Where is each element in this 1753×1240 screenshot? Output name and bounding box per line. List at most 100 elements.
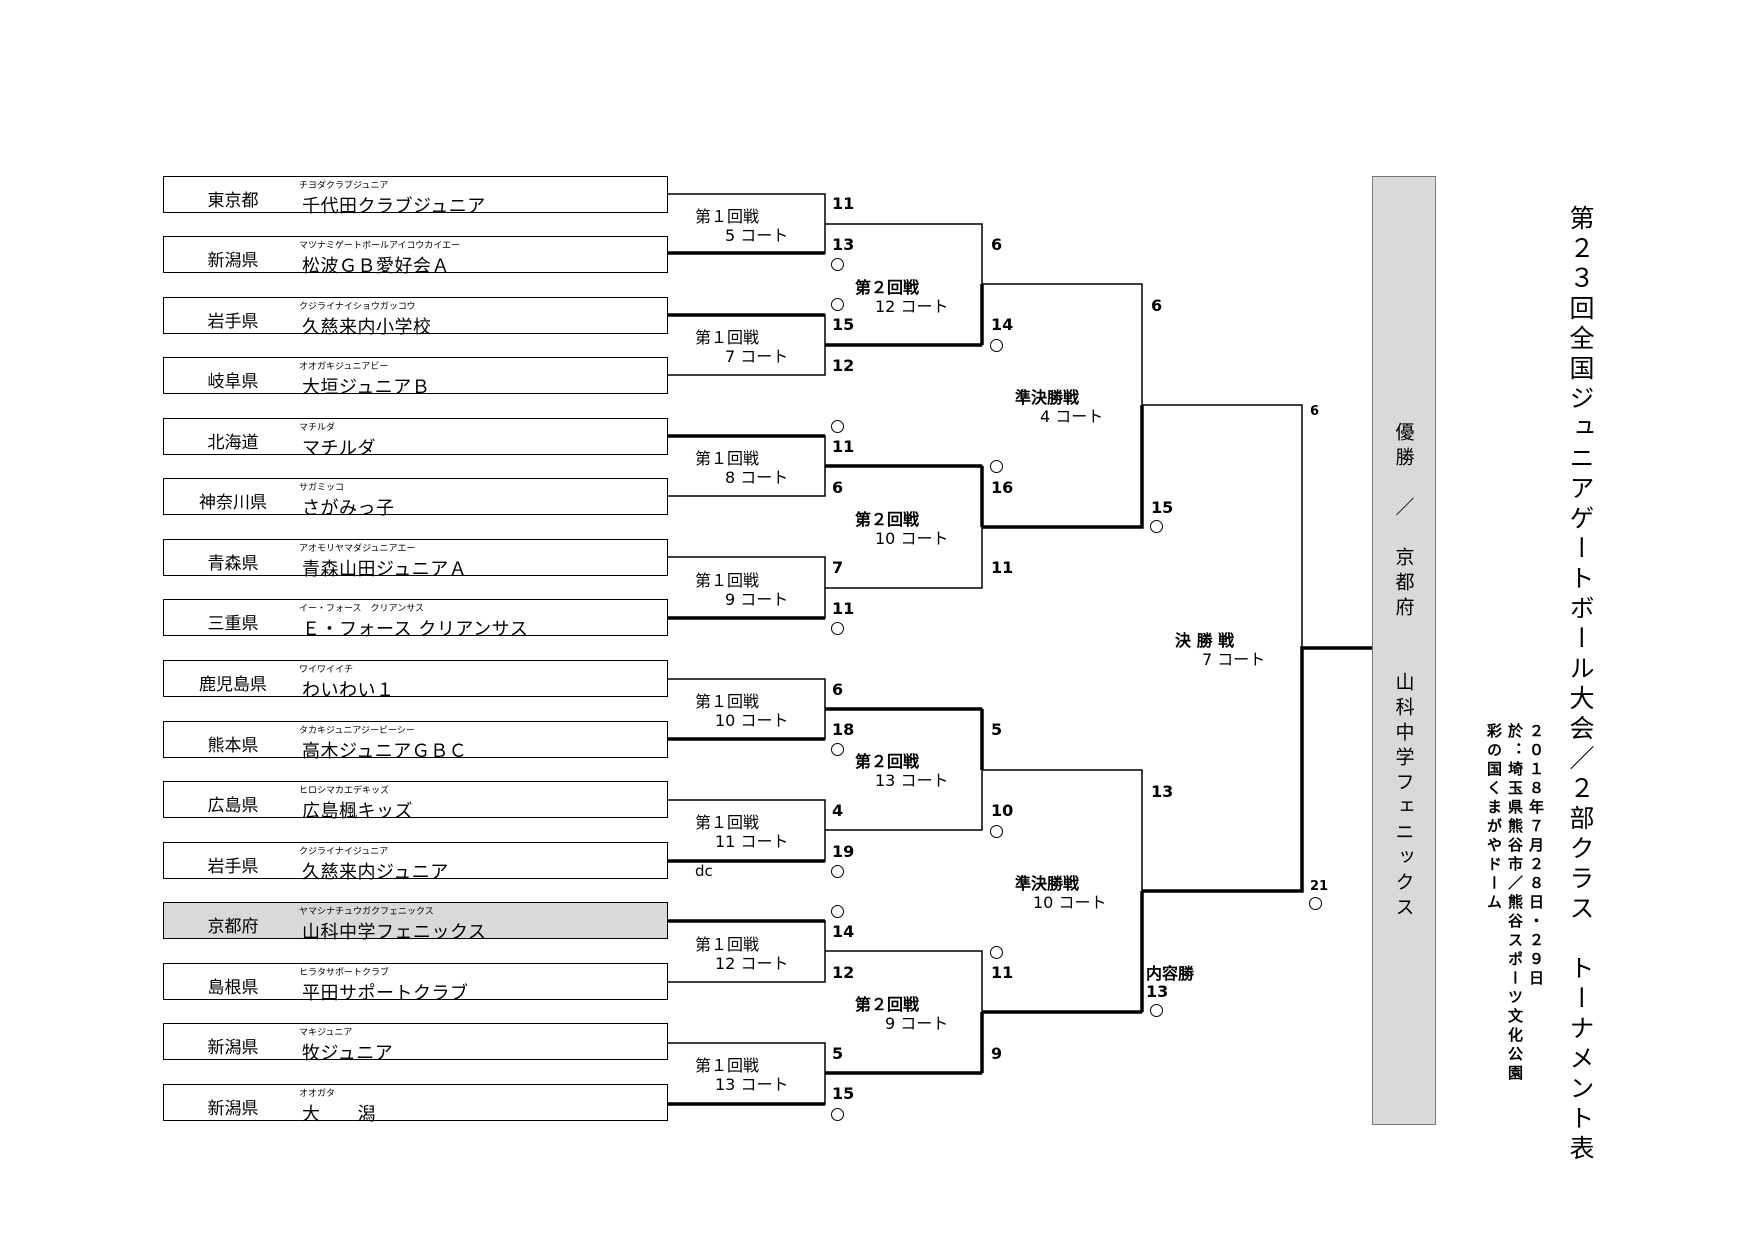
score: 11 — [832, 194, 855, 213]
round-name: 第１回戦 — [695, 692, 760, 711]
team-name: Ｅ・フォース クリアンサス — [302, 619, 529, 640]
team-kana: マチルダ — [299, 423, 336, 433]
team-name: 久慈来内ジュニア — [302, 862, 449, 883]
tiebreak-note: 内容勝 — [1146, 964, 1195, 983]
team-name: 松波ＧＢ愛好会Ａ — [302, 256, 450, 277]
team-kana: クジライナイジュニア — [299, 847, 389, 857]
team-name: 高木ジュニアＧＢＣ — [302, 741, 468, 762]
match-label-r1: 第１回戦 11 コート — [695, 813, 788, 851]
match-label-final: 決 勝 戦 7 コート — [1175, 631, 1265, 669]
team-entry: 岩手県 クジライナイジュニア 久慈来内ジュニア — [163, 842, 668, 883]
team-prefecture: 北海道 — [207, 433, 259, 453]
team-prefecture: 熊本県 — [207, 736, 259, 756]
team-kana: マツナミゲートボールアイコウカイエー — [299, 241, 461, 251]
event-date: ２０１８年７月２８日・２９日 — [1527, 723, 1545, 989]
round-name: 第１回戦 — [695, 813, 760, 832]
winner-text: 優勝 ／ 京都府 山科中学フェニックス — [1391, 422, 1418, 922]
score: 16 — [991, 478, 1014, 497]
team-entry: 北海道 マチルダ マチルダ — [163, 418, 668, 459]
score: 11 — [832, 437, 855, 456]
win-circle — [831, 905, 844, 918]
match-label-r2: 第２回戦 12 コート — [855, 278, 948, 316]
team-name: 大垣ジュニアＢ — [302, 377, 431, 398]
score: 15 — [832, 315, 855, 334]
winner-prefecture: 京都府 — [1392, 547, 1415, 622]
court-label: 10 コート — [875, 529, 949, 548]
team-prefecture: 岩手県 — [207, 857, 259, 877]
court-label: 10 コート — [1033, 893, 1107, 912]
court-label: 4 コート — [1040, 407, 1104, 426]
team-entry: 三重県 イー・フォース クリアンサス Ｅ・フォース クリアンサス — [163, 599, 668, 640]
score: 15 — [1151, 498, 1174, 517]
score: 7 — [832, 558, 844, 577]
court-label: 7 コート — [725, 347, 789, 366]
court-label: 13 コート — [715, 1075, 789, 1094]
round-name: 第１回戦 — [695, 207, 760, 226]
court-label: 9 コート — [725, 590, 789, 609]
winner-team: 山科中学フェニックス — [1392, 672, 1415, 922]
team-kana: オオガキジュニアビー — [299, 362, 389, 372]
win-circle — [990, 946, 1003, 959]
team-kana: ヒラタサポートクラブ — [299, 968, 390, 978]
court-label: 10 コート — [715, 711, 789, 730]
match-label-r1: 第１回戦 13 コート — [695, 1056, 788, 1094]
team-kana: ヤマシナチュウガクフェニックス — [299, 907, 434, 917]
match-label-r1: 第１回戦 9 コート — [695, 571, 788, 609]
round-name: 決 勝 戦 — [1175, 631, 1235, 650]
event-venue: 於：埼玉県熊谷市／熊谷スポーツ文化公園 — [1506, 723, 1524, 1084]
match-label-r2: 第２回戦 9 コート — [855, 995, 948, 1033]
winner-panel: 優勝 ／ 京都府 山科中学フェニックス — [1372, 176, 1436, 1125]
team-prefecture: 京都府 — [207, 917, 259, 937]
score: 13 — [1151, 782, 1174, 801]
win-circle — [990, 825, 1003, 838]
score: 5 — [991, 720, 1003, 739]
team-entry: 東京都 チヨダクラブジュニア 千代田クラブジュニア — [163, 176, 668, 217]
score: 12 — [832, 963, 855, 982]
score: 13 — [1146, 982, 1169, 1001]
match-label-r1: 第１回戦 10 コート — [695, 692, 788, 730]
team-name: 大 潟 — [302, 1104, 376, 1125]
score: 6 — [1151, 296, 1163, 315]
team-name: 久慈来内小学校 — [302, 317, 432, 338]
score: 14 — [832, 922, 855, 941]
court-label: 12 コート — [715, 954, 789, 973]
team-kana: チヨダクラブジュニア — [299, 181, 389, 191]
court-label: 5 コート — [725, 226, 789, 245]
win-circle — [990, 339, 1003, 352]
winner-slash: ／ — [1392, 497, 1415, 522]
score: 6 — [991, 235, 1003, 254]
team-entry: 広島県 ヒロシマカエデキッズ 広島楓キッズ — [163, 781, 668, 822]
win-circle — [831, 622, 844, 635]
team-kana: タカキジュニアジービーシー — [299, 726, 415, 736]
team-prefecture: 岐阜県 — [207, 372, 259, 392]
score: 14 — [991, 315, 1014, 334]
team-prefecture: 青森県 — [207, 554, 259, 574]
match-label-r1: 第１回戦 5 コート — [695, 207, 788, 245]
team-prefecture: 新潟県 — [207, 1099, 259, 1119]
team-prefecture: 岩手県 — [207, 312, 259, 332]
score: 11 — [991, 558, 1014, 577]
score: 18 — [832, 720, 855, 739]
team-prefecture: 東京都 — [207, 191, 259, 211]
court-label: 8 コート — [725, 468, 789, 487]
team-name: 牧ジュニア — [302, 1043, 394, 1064]
team-entry: 新潟県 マキジュニア 牧ジュニア — [163, 1023, 668, 1064]
round-name: 準決勝戦 — [1015, 388, 1080, 407]
round-name: 第１回戦 — [695, 449, 760, 468]
team-prefecture: 島根県 — [207, 978, 259, 998]
score: 9 — [991, 1044, 1003, 1063]
team-name: 青森山田ジュニアＡ — [302, 559, 468, 580]
round-name: 第１回戦 — [695, 1056, 760, 1075]
match-label-r2: 第２回戦 10 コート — [855, 510, 948, 548]
team-kana: マキジュニア — [299, 1028, 353, 1038]
team-kana: サガミッコ — [299, 483, 345, 493]
team-entry: 神奈川県 サガミッコ さがみっ子 — [163, 478, 668, 519]
court-label: 9 コート — [885, 1014, 949, 1033]
win-circle — [831, 865, 844, 878]
dc-note: dc — [695, 862, 713, 880]
team-name: わいわい１ — [302, 680, 395, 701]
win-circle — [990, 460, 1003, 473]
court-label: 13 コート — [875, 771, 949, 790]
round-name: 第２回戦 — [855, 995, 920, 1014]
win-circle — [1150, 520, 1163, 533]
